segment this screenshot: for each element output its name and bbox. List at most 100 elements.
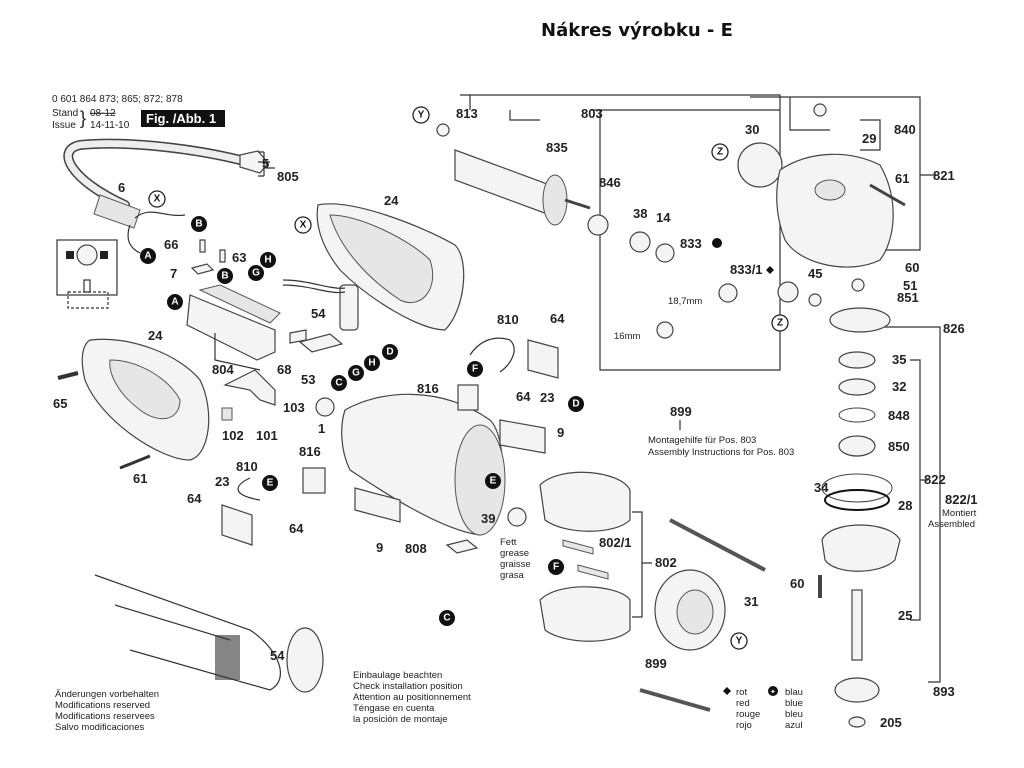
switch-assembly [186, 263, 344, 361]
part-label-810-right: 810 [497, 312, 519, 327]
part-label-64-left: 64 [187, 491, 202, 506]
part-label-803: 803 [581, 106, 603, 121]
housing-half-top [316, 203, 465, 331]
brush-cover-23-right [527, 339, 559, 379]
installation-inset-drawing [94, 574, 324, 693]
dim-16mm: 16mm [614, 331, 640, 342]
svg-text:✦: ✦ [770, 688, 776, 696]
part-label-5: 5 [262, 156, 269, 171]
grease-en: grease [500, 548, 529, 559]
connector-c-2: C [439, 610, 455, 626]
dim-18-7mm: 18,7mm [668, 296, 702, 307]
part-label-60-top: 60 [905, 260, 919, 275]
bearing-833-1 [718, 283, 738, 303]
part-label-6: 6 [118, 180, 125, 195]
brush-holder-816-right [457, 384, 479, 411]
part-label-821: 821 [933, 168, 955, 183]
svg-text:Z: Z [777, 318, 783, 329]
modifications-de: Änderungen vorbehalten [55, 689, 159, 700]
svg-text:F: F [472, 364, 478, 375]
svg-text:A: A [144, 251, 151, 262]
part-label-68: 68 [277, 362, 291, 377]
ring-35 [838, 351, 876, 369]
armature [454, 149, 591, 226]
connector-d-2: D [568, 396, 584, 412]
part-label-805: 805 [277, 169, 299, 184]
motor-housing [341, 393, 506, 536]
bearing-850 [838, 435, 876, 457]
spindle-lock-button [813, 103, 827, 117]
modifications-fr: Modifications reservees [55, 711, 155, 722]
stand-label: Stand [52, 108, 78, 119]
part-label-64-top: 64 [550, 311, 565, 326]
part-label-61-left: 61 [133, 471, 147, 486]
part-label-45: 45 [808, 266, 822, 281]
bevel-gear-30 [737, 142, 783, 188]
legend-blue-de: blau [785, 687, 803, 698]
part-label-893: 893 [933, 684, 955, 699]
svg-text:G: G [352, 368, 360, 379]
bearing-45 [808, 293, 822, 307]
connector-z-1: Z [711, 143, 729, 161]
connector-g-1: G [248, 265, 264, 281]
part-label-822-1: 822/1 [945, 492, 978, 507]
part-label-816-left: 816 [299, 444, 321, 459]
page-title: Nákres výrobku - E [541, 20, 733, 41]
legend-blue-es: azul [785, 720, 802, 731]
svg-text:D: D [386, 347, 393, 358]
part-label-31: 31 [744, 594, 758, 609]
crown-gear [829, 307, 891, 333]
power-cord [63, 138, 269, 254]
assembly-aid-de: Montagehilfe für Pos. 803 [648, 435, 756, 446]
connector-b-1: B [191, 216, 207, 232]
grease-es: grasa [500, 570, 524, 581]
connector-h-2: H [364, 355, 380, 371]
issue-label: Issue [52, 120, 76, 131]
part-label-804: 804 [212, 362, 234, 377]
svg-text:B: B [195, 219, 202, 230]
svg-text:A: A [171, 297, 178, 308]
connector-d-1: D [382, 344, 398, 360]
connector-c-1: C [331, 375, 347, 391]
part-label-802-1: 802/1 [599, 535, 632, 550]
part-label-9-right: 9 [557, 425, 564, 440]
ring-34 [821, 473, 893, 503]
svg-text:F: F [553, 562, 559, 573]
part-label-826: 826 [943, 321, 965, 336]
part-label-802: 802 [655, 555, 677, 570]
part-label-103: 103 [283, 400, 305, 415]
connector-x-1: X [148, 190, 166, 208]
part-label-851: 851 [897, 290, 919, 305]
part-label-35: 35 [892, 352, 906, 367]
connector-y-1: Y [412, 106, 430, 124]
housing-half-left [81, 338, 210, 461]
part-label-846: 846 [599, 175, 621, 190]
legend-blue-star-icon [768, 686, 778, 696]
part-label-32: 32 [892, 379, 906, 394]
seal-32 [838, 378, 876, 396]
sleeve-51 [851, 278, 865, 292]
legend-blue-en: blue [785, 698, 803, 709]
part-label-39: 39 [481, 511, 495, 526]
part-label-64-right: 64 [516, 389, 531, 404]
part-label-835: 835 [546, 140, 568, 155]
part-label-14: 14 [656, 210, 671, 225]
part-label-51: 51 [903, 278, 917, 293]
bearing-833 [656, 321, 674, 339]
part-label-833-1: 833/1 [730, 262, 763, 277]
part-label-1: 1 [318, 421, 325, 436]
part-label-53: 53 [301, 372, 315, 387]
part-label-63: 63 [232, 250, 246, 265]
svg-text:H: H [264, 255, 271, 266]
part-label-65: 65 [53, 396, 67, 411]
connector-e-2: E [485, 473, 501, 489]
svg-text:D: D [572, 399, 579, 410]
connector-a-2: A [167, 294, 183, 310]
svg-text:E: E [490, 476, 497, 487]
part-label-9-left: 9 [376, 540, 383, 555]
connector-g-2: G [348, 365, 364, 381]
svg-text:Y: Y [418, 110, 425, 121]
svg-text:G: G [252, 268, 260, 279]
modifications-es: Salvo modificaciones [55, 722, 144, 733]
connector-f-1: F [467, 361, 483, 377]
